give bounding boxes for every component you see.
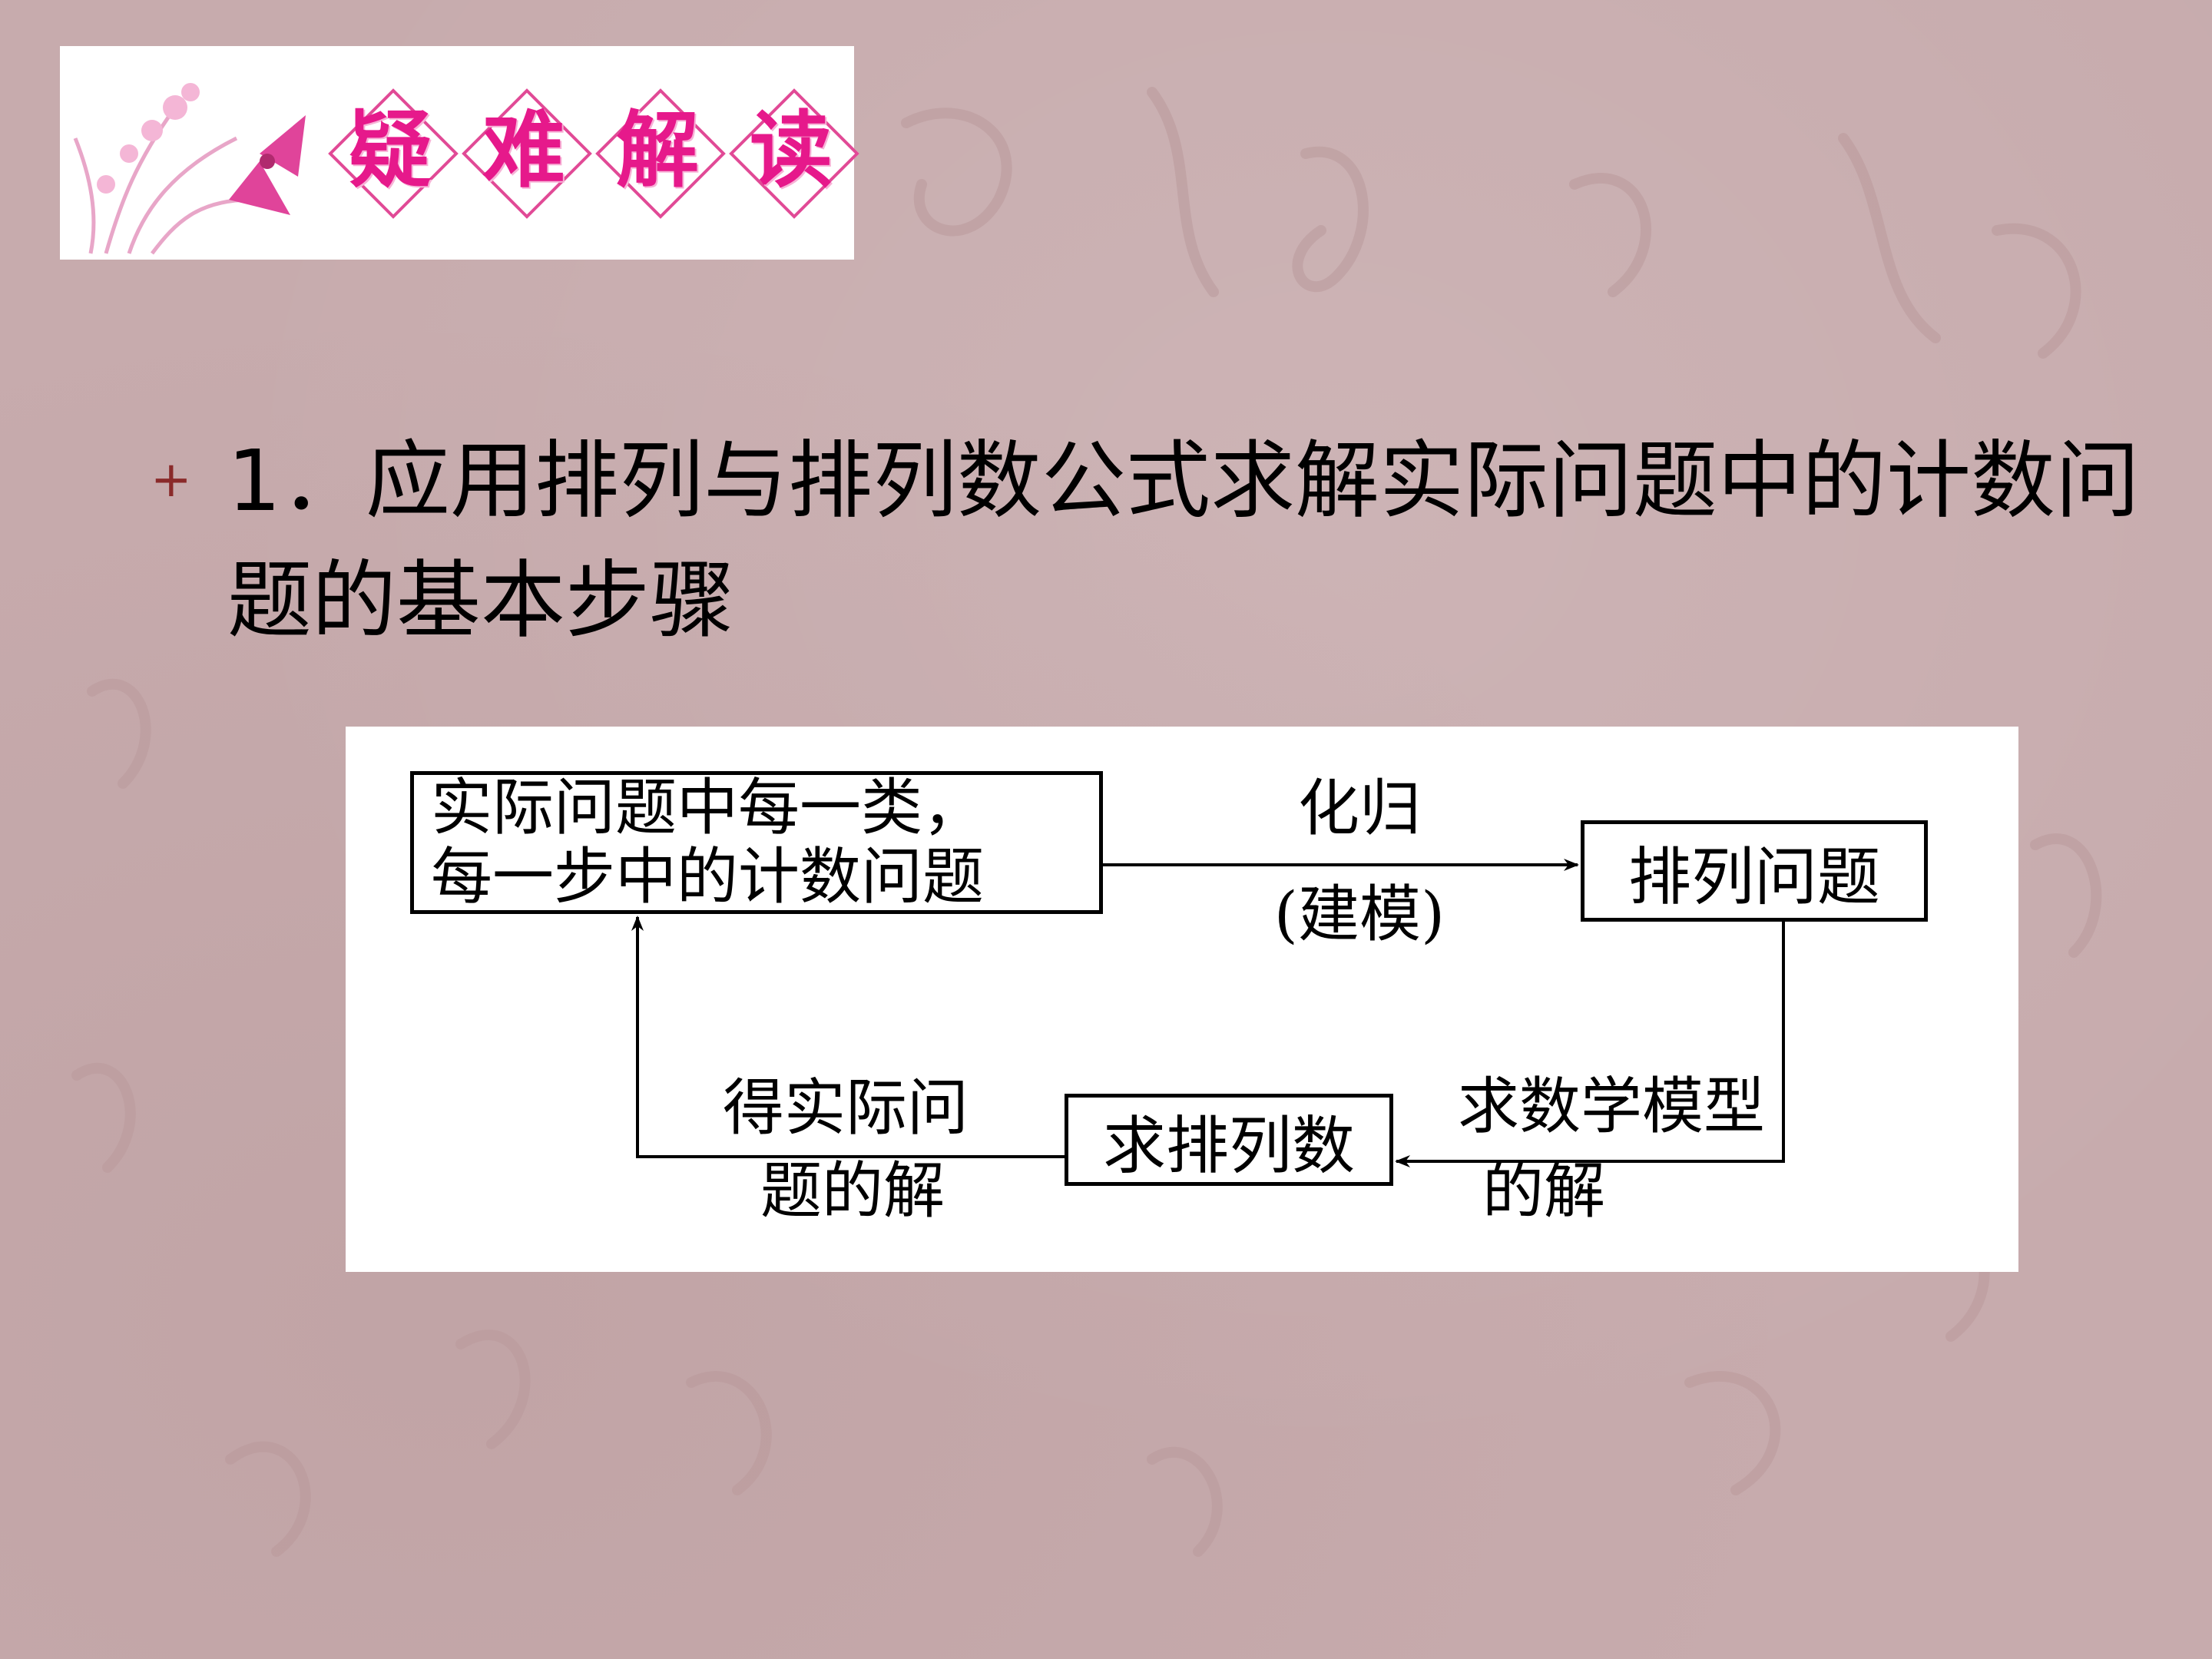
banner-title-char: 解 [596,89,719,212]
arrow-back [631,916,1065,1158]
box-permutation-count: 求排列数 [1065,1094,1393,1186]
banner-char-text: 解 [615,102,699,199]
label-get-solution-line1: 得实际问 [723,1072,969,1144]
orchid-butterfly-icon [73,83,306,255]
box-permutation-problem: 排列问题 [1581,820,1928,922]
banner-title-char: 疑 [329,89,452,212]
bullet-marker: + [151,452,192,508]
arrow-solve [1395,922,1785,1167]
label-reduce: 化归 [1298,773,1421,844]
section-banner: 疑 难 解 读 [60,46,854,260]
box-actual-line2: 每一步中的计数问题 [431,841,984,912]
banner-char-text: 难 [482,102,565,199]
box-actual-line1: 实际问题中每一类， [431,772,984,843]
banner-title-char: 难 [462,89,585,212]
bullet-heading: 1．应用排列与排列数公式求解实际问题中的计数问题的基本步骤 [227,432,2140,650]
banner-title: 疑 难 解 读 [329,89,853,212]
flow-diagram: 实际问题中每一类， 每一步中的计数问题 排列问题 求排列数 化归 (建模) 求数… [346,727,2018,1272]
box-actual-problem: 实际问题中每一类， 每一步中的计数问题 [410,771,1103,914]
banner-char-text: 读 [749,102,833,199]
banner-title-char: 读 [730,89,853,212]
label-solve-model-line2: 的解 [1482,1155,1605,1227]
banner-char-text: 疑 [348,102,432,199]
label-get-solution-line2: 题的解 [760,1155,945,1227]
diagram-connectors [631,859,1785,1167]
label-model: (建模) [1273,879,1445,950]
label-solve-model-line1: 求数学模型 [1458,1071,1765,1142]
